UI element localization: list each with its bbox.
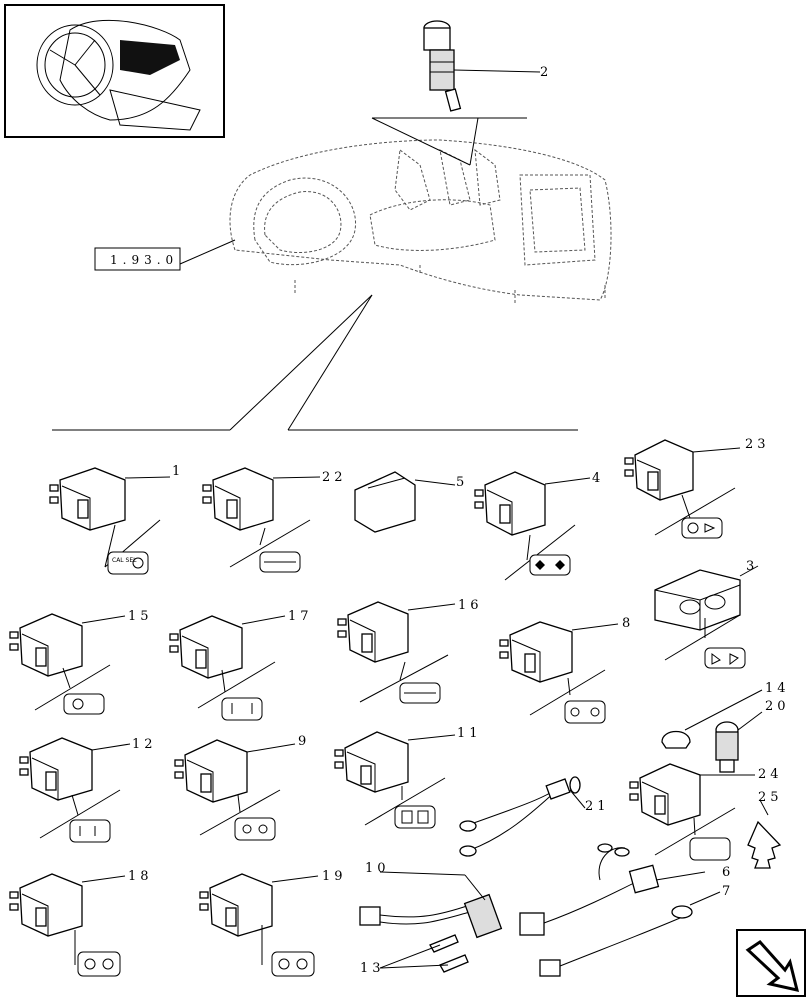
plug-part-14: [661, 689, 763, 749]
hazard-icon: [394, 805, 436, 829]
cruise-icon: [69, 819, 111, 843]
harness-part-21: [459, 776, 586, 857]
callout-4: 4: [592, 471, 604, 486]
switch-part-9: [174, 739, 296, 841]
screws-part-13: [379, 934, 469, 973]
cover-part-5: [354, 471, 456, 533]
callout-21: 21: [585, 799, 610, 814]
connector-part-20: [715, 711, 763, 773]
callout-17: 17: [288, 609, 313, 624]
callout-19: 19: [322, 869, 347, 884]
harness-part-7: [539, 891, 721, 977]
callout-9: 9: [298, 734, 310, 749]
part-2-connector: [423, 20, 541, 112]
callout-24: 24: [758, 767, 783, 782]
callout-23: 23: [745, 437, 770, 452]
work-light-icon: [221, 697, 263, 721]
callout-22: 22: [322, 470, 347, 485]
switch-part-4: [474, 471, 591, 581]
harness-part-6: [519, 843, 706, 936]
cab-thumbnail: [4, 4, 225, 138]
callout-15: 15: [128, 609, 153, 624]
callout-3: 3: [746, 559, 758, 574]
callout-16: 16: [458, 598, 483, 613]
cal-sel-text: CAL SEL: [112, 557, 137, 564]
callout-5: 5: [456, 475, 468, 490]
switch-part-15: [9, 613, 126, 715]
switch-part-19: [199, 873, 319, 977]
wiper-icon: [564, 700, 606, 724]
reference-label: 1.93.0: [110, 253, 178, 267]
switch-part-18: [9, 873, 126, 977]
callout-18: 18: [128, 869, 153, 884]
switch-part-24: [629, 763, 755, 861]
reference-box[interactable]: 1.93.0: [94, 239, 236, 271]
switch-part-16: [337, 601, 456, 704]
switch-part-17: [169, 615, 286, 721]
callout-8: 8: [622, 616, 634, 631]
mode-icon: [63, 693, 105, 715]
switch-part-22: [202, 467, 321, 573]
callout-labels: 1 2 3 4 5 6 7 8 9 10 11 12 13 14 15 16 1…: [128, 65, 790, 976]
harness-part-10: [359, 871, 503, 939]
hitch-icon: [704, 647, 746, 669]
callout-25: 25: [758, 790, 783, 805]
switch-part-3: [654, 565, 759, 669]
callout-2: 2: [540, 65, 552, 80]
beacon-icon: [234, 817, 276, 841]
light-icon-19: [271, 951, 315, 977]
switch-part-1: CAL SEL: [49, 467, 171, 575]
switch-part-12: [19, 737, 131, 843]
callout-10: 10: [365, 861, 390, 876]
callout-13: 13: [360, 961, 385, 976]
callout-14: 14: [765, 681, 790, 696]
switch-part-8: [499, 621, 619, 724]
callout-6: 6: [722, 865, 734, 880]
bracket-lines: [52, 117, 578, 431]
callout-12: 12: [132, 737, 157, 752]
callout-20: 20: [765, 699, 790, 714]
light-icon-18: [77, 951, 121, 977]
switch-part-23: [624, 439, 741, 539]
trailer-brake-icon: [689, 837, 731, 861]
callout-1: 1: [172, 464, 184, 479]
callout-11: 11: [457, 726, 482, 741]
next-page-arrow-icon[interactable]: [736, 929, 806, 997]
switch-part-11: [334, 731, 456, 829]
dashboard-outline: [229, 139, 612, 305]
plug-part-25: [747, 799, 782, 869]
callout-7: 7: [722, 884, 734, 899]
